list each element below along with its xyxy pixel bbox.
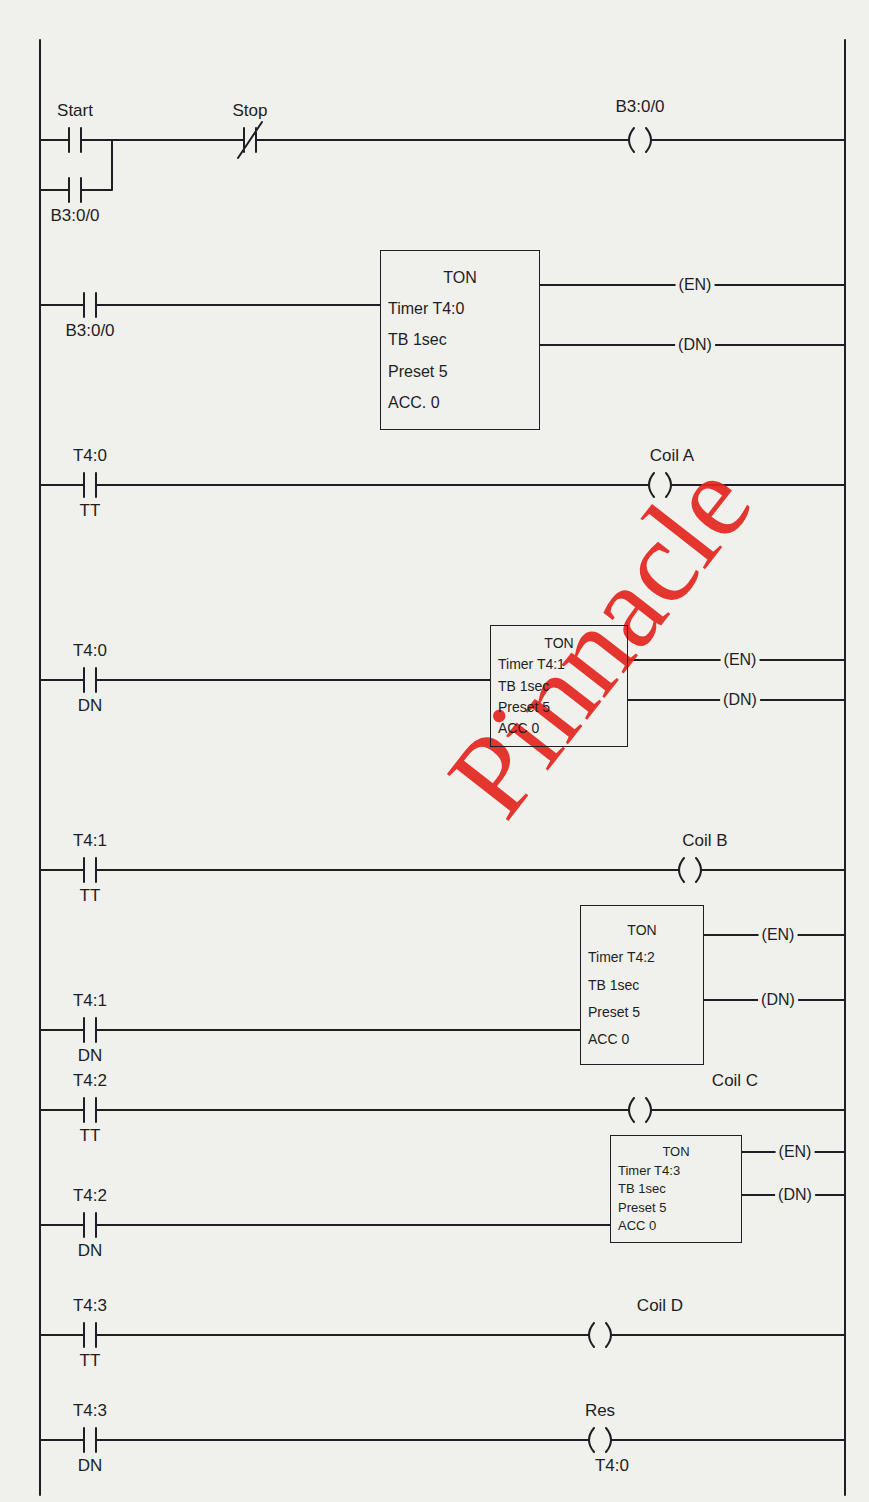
block-parameter: Timer T4:0 — [388, 299, 464, 318]
tag-label: B3:0/0 — [48, 207, 101, 226]
tag-label: DN — [76, 697, 105, 716]
tag-label: TT — [78, 502, 103, 521]
tag-label: Start — [55, 102, 95, 121]
output-coil: (DN) — [775, 1186, 815, 1204]
output-coil: (EN) — [721, 651, 760, 669]
tag-label: T4:0 — [71, 642, 109, 661]
tag-label: Coil D — [635, 1297, 685, 1316]
block-parameter: Timer T4:1 — [498, 656, 565, 673]
block-parameter: ACC 0 — [588, 1031, 629, 1048]
tag-label: B3:0/0 — [63, 322, 116, 341]
tag-label: DN — [76, 1047, 105, 1066]
block-parameter: ACC 0 — [618, 1218, 656, 1234]
rung-wire — [40, 140, 845, 1440]
block-heading: TON — [443, 268, 476, 287]
tag-label: TT — [78, 1127, 103, 1146]
block-parameter: ACC 0 — [498, 720, 539, 737]
block-heading: TON — [662, 1144, 689, 1160]
timer-block: TON Timer T4:2 TB 1secPreset 5 ACC 0 — [580, 905, 704, 1065]
block-parameter: TB 1sec — [618, 1181, 666, 1197]
output-coil: (DN) — [720, 691, 760, 709]
block-parameter: Preset 5 — [588, 1004, 640, 1021]
tag-label: Coil A — [648, 447, 696, 466]
timer-block: TON Timer T4:0 TB 1secPreset 5 ACC. 0 — [380, 250, 540, 430]
tag-label: TT — [78, 887, 103, 906]
block-parameter: ACC. 0 — [388, 393, 440, 412]
output-coil: (DN) — [758, 991, 798, 1009]
block-parameter: Preset 5 — [388, 362, 448, 381]
tag-label: Coil B — [680, 832, 729, 851]
tag-label: B3:0/0 — [613, 98, 666, 117]
tag-label: T4:2 — [71, 1187, 109, 1206]
output-coil: (DN) — [675, 336, 715, 354]
tag-label: DN — [76, 1457, 105, 1476]
tag-label: Res — [583, 1402, 617, 1421]
output-coil: (EN) — [776, 1143, 815, 1161]
tag-label: T4:3 — [71, 1297, 109, 1316]
block-parameter: Timer T4:2 — [588, 949, 655, 966]
tag-label: T4:0 — [71, 447, 109, 466]
block-parameter: TB 1sec — [388, 330, 447, 349]
tag-label: T4:2 — [71, 1072, 109, 1091]
block-parameter: Preset 5 — [498, 699, 550, 716]
timer-block: TON Timer T4:1 TB 1secPreset 5 ACC 0 — [490, 625, 628, 747]
tag-label: TT — [78, 1352, 103, 1371]
tag-label: T4:0 — [593, 1457, 631, 1476]
block-parameter: Timer T4:3 — [618, 1163, 680, 1179]
tag-label: Coil C — [710, 1072, 760, 1091]
tag-label: T4:1 — [71, 992, 109, 1011]
block-parameter: TB 1sec — [498, 678, 549, 695]
ladder-rail — [40, 40, 845, 1495]
tag-label: Stop — [231, 102, 270, 121]
tag-label: T4:3 — [71, 1402, 109, 1421]
coil-symbol — [589, 128, 701, 1452]
timer-block: TON Timer T4:3 TB 1secPreset 5 ACC 0 — [610, 1135, 742, 1243]
output-coil: (EN) — [676, 276, 715, 294]
block-heading: TON — [627, 922, 656, 939]
watermark: Pinnacle — [423, 438, 778, 841]
tag-label: DN — [76, 1242, 105, 1261]
tag-label: T4:1 — [71, 832, 109, 851]
block-parameter: TB 1sec — [588, 977, 639, 994]
block-heading: TON — [544, 635, 573, 652]
block-parameter: Preset 5 — [618, 1200, 666, 1216]
output-coil: (EN) — [759, 926, 798, 944]
